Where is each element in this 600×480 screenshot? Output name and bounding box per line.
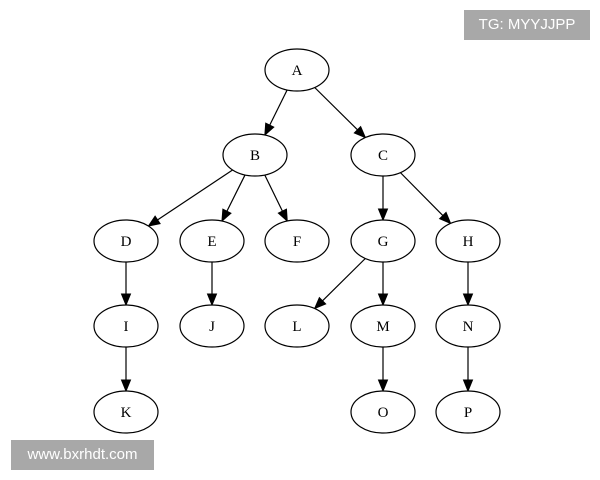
node-label: P (464, 405, 472, 421)
edge-line (314, 87, 358, 131)
watermark-top-right: TG: MYYJJPP (464, 10, 590, 40)
node-label: I (124, 319, 129, 335)
node-ellipse (350, 133, 416, 177)
node-J: J (179, 304, 245, 348)
node-ellipse (350, 390, 416, 434)
arrowhead-icon (353, 125, 367, 139)
edge-A-C (314, 87, 367, 139)
edge-D-I (120, 262, 132, 307)
edge-line (399, 172, 444, 216)
node-label: K (121, 405, 132, 421)
watermark-bottom-left: www.bxrhdt.com (11, 440, 154, 470)
arrowhead-icon (147, 215, 161, 227)
arrowhead-icon (120, 379, 132, 393)
node-ellipse (435, 390, 501, 434)
arrowhead-icon (277, 208, 288, 223)
node-ellipse (93, 219, 159, 263)
node-P: P (435, 390, 501, 434)
edges-layer (120, 87, 474, 393)
node-label: N (463, 319, 474, 335)
node-label: O (378, 405, 389, 421)
node-O: O (350, 390, 416, 434)
edge-line (264, 174, 283, 212)
node-label: A (292, 63, 303, 79)
arrowhead-icon (462, 293, 474, 307)
node-B: B (222, 133, 288, 177)
node-N: N (435, 304, 501, 348)
node-ellipse (93, 390, 159, 434)
edge-H-N (462, 262, 474, 307)
edge-B-D (147, 169, 233, 227)
node-label: E (207, 234, 216, 250)
node-I: I (93, 304, 159, 348)
edge-I-K (120, 347, 132, 393)
node-label: M (376, 319, 389, 335)
node-label: C (378, 148, 388, 164)
arrowhead-icon (221, 208, 232, 223)
node-E: E (179, 219, 245, 263)
edge-line (269, 89, 288, 126)
arrowhead-icon (438, 211, 452, 225)
arrowhead-icon (377, 379, 389, 393)
node-ellipse (179, 219, 245, 263)
node-ellipse (435, 219, 501, 263)
edge-C-G (377, 176, 389, 222)
node-label: L (292, 319, 301, 335)
node-label: G (378, 234, 389, 250)
edge-M-O (377, 347, 389, 393)
nodes-layer: A B C D E F G H I J L M N K O P (93, 48, 501, 434)
node-label: H (463, 234, 474, 250)
node-F: F (264, 219, 330, 263)
edge-line (322, 258, 366, 302)
node-ellipse (350, 219, 416, 263)
node-label: B (250, 148, 260, 164)
edge-G-M (377, 262, 389, 307)
node-ellipse (435, 304, 501, 348)
node-ellipse (264, 304, 330, 348)
node-label: J (209, 319, 215, 335)
arrowhead-icon (120, 293, 132, 307)
node-ellipse (222, 133, 288, 177)
node-ellipse (179, 304, 245, 348)
node-H: H (435, 219, 501, 263)
node-label: F (293, 234, 301, 250)
node-ellipse (93, 304, 159, 348)
edge-line (226, 174, 246, 212)
arrowhead-icon (206, 293, 218, 307)
edge-B-F (264, 174, 288, 223)
arrowhead-icon (462, 379, 474, 393)
node-D: D (93, 219, 159, 263)
node-K: K (93, 390, 159, 434)
node-ellipse (350, 304, 416, 348)
node-label: D (121, 234, 132, 250)
edge-E-J (206, 262, 218, 307)
node-M: M (350, 304, 416, 348)
edge-N-P (462, 347, 474, 393)
arrowhead-icon (313, 296, 327, 310)
edge-line (157, 169, 233, 221)
edge-G-L (313, 258, 366, 310)
arrowhead-icon (377, 293, 389, 307)
arrowhead-icon (377, 208, 389, 222)
edge-C-H (399, 172, 452, 225)
node-ellipse (264, 48, 330, 92)
edge-B-E (221, 174, 246, 223)
node-L: L (264, 304, 330, 348)
node-C: C (350, 133, 416, 177)
node-G: G (350, 219, 416, 263)
arrowhead-icon (264, 122, 275, 137)
edge-A-B (264, 89, 288, 137)
node-ellipse (264, 219, 330, 263)
node-A: A (264, 48, 330, 92)
